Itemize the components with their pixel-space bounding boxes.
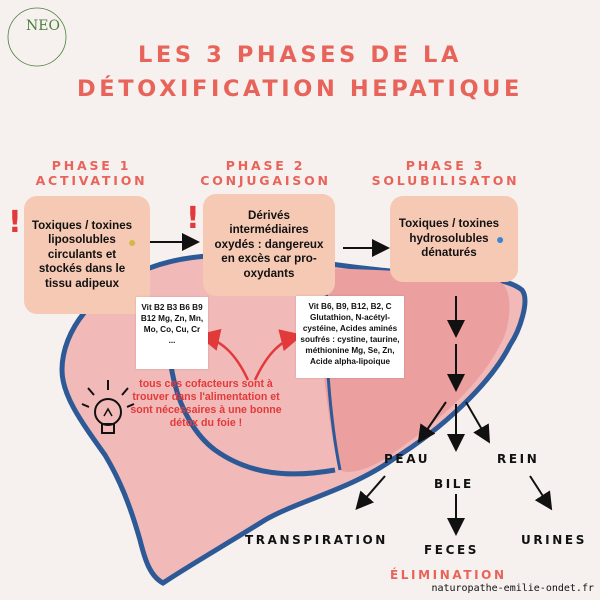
label-transpiration: TRANSPIRATION: [245, 533, 388, 547]
fat-drop-icon: ●: [128, 234, 137, 250]
label-feces: FECES: [424, 543, 480, 557]
cofactors-note: tous ces cofacteurs sont à trouver dans …: [130, 378, 282, 429]
phase-3-box: Toxiques / toxines hydrosolubles dénatur…: [390, 196, 518, 282]
logo-text: NEO: [26, 18, 60, 34]
phase-1-box: Toxiques / toxines liposolubles circulan…: [24, 196, 150, 314]
warning-exclamation-icon: !: [8, 205, 22, 240]
logo: NEO: [4, 4, 70, 70]
phase-3-label: PHASE 3 SOLUBILISATON: [371, 158, 520, 188]
label-urines: URINES: [521, 533, 587, 547]
warning-exclamation-icon: !: [186, 201, 200, 236]
arrow-to-peau: [417, 401, 447, 444]
phase-2-label: PHASE 2 CONJUGAISON: [200, 158, 331, 188]
arrow-to-rein: [465, 401, 491, 444]
phase-2-box: Dérivés intermédiaires oxydés : dangereu…: [203, 194, 335, 296]
label-bile: BILE: [434, 477, 474, 491]
website-watermark: naturopathe-emilie-ondet.fr: [431, 583, 594, 594]
arrow-to-urines: [529, 475, 553, 511]
label-rein: REIN: [497, 452, 540, 466]
lightbulb-icon: [81, 380, 135, 434]
label-elimination: ÉLIMINATION: [390, 568, 507, 582]
water-drop-icon: ●: [496, 231, 505, 247]
phase-1-cofactors-card: Vit B2 B3 B6 B9 B12 Mg, Zn, Mn, Mo, Co, …: [136, 297, 208, 369]
label-peau: PEAU: [384, 452, 431, 466]
title-line-2: DÉTOXIFICATION HEPATIQUE: [76, 76, 524, 102]
red-arrow-right: [253, 329, 303, 381]
phase-1-label: PHASE 1 ACTIVATION: [35, 158, 148, 188]
logo-ring: [7, 7, 67, 67]
arrow-to-transpiration: [355, 475, 386, 511]
title-line-1: LES 3 PHASES DE LA: [137, 42, 462, 68]
phase-2-cofactors-card: Vit B6, B9, B12, B2, C Glutathion, N-acé…: [296, 296, 404, 378]
